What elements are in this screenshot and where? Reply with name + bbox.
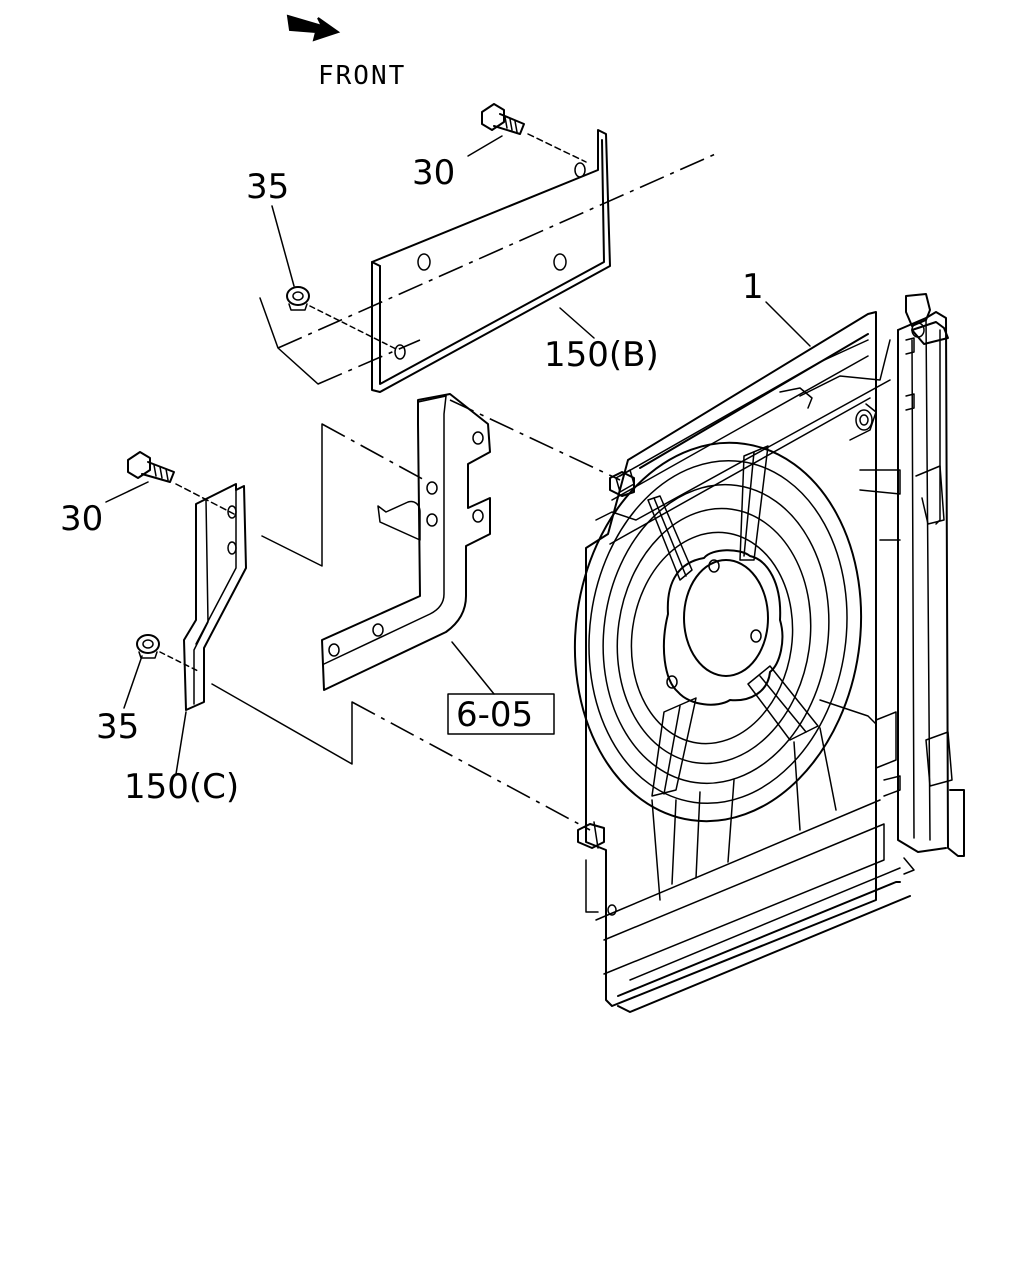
label-nut-left: 35 — [96, 707, 139, 747]
label-bolt-top: 30 — [412, 153, 455, 193]
bolt-left-icon — [127, 451, 175, 483]
label-bracket-150b: 150(B) — [544, 335, 659, 375]
front-label: FRONT — [318, 61, 406, 91]
bolt-top-icon — [481, 103, 525, 135]
label-bolt-left: 30 — [60, 499, 103, 539]
nut-left-icon — [136, 634, 160, 659]
ref-box — [447, 693, 555, 735]
condenser-fan-assembly — [573, 293, 965, 1013]
bracket-150c — [183, 483, 247, 711]
label-ref-box: 6-05 — [456, 695, 533, 735]
label-bracket-150c: 150(C) — [124, 767, 239, 807]
front-arrow-icon — [286, 14, 341, 42]
label-nut-top: 35 — [246, 167, 289, 207]
nut-top-icon — [286, 286, 310, 311]
frame-member-6-05 — [321, 393, 491, 691]
bracket-150b — [371, 129, 611, 393]
label-assembly: 1 — [742, 267, 764, 307]
